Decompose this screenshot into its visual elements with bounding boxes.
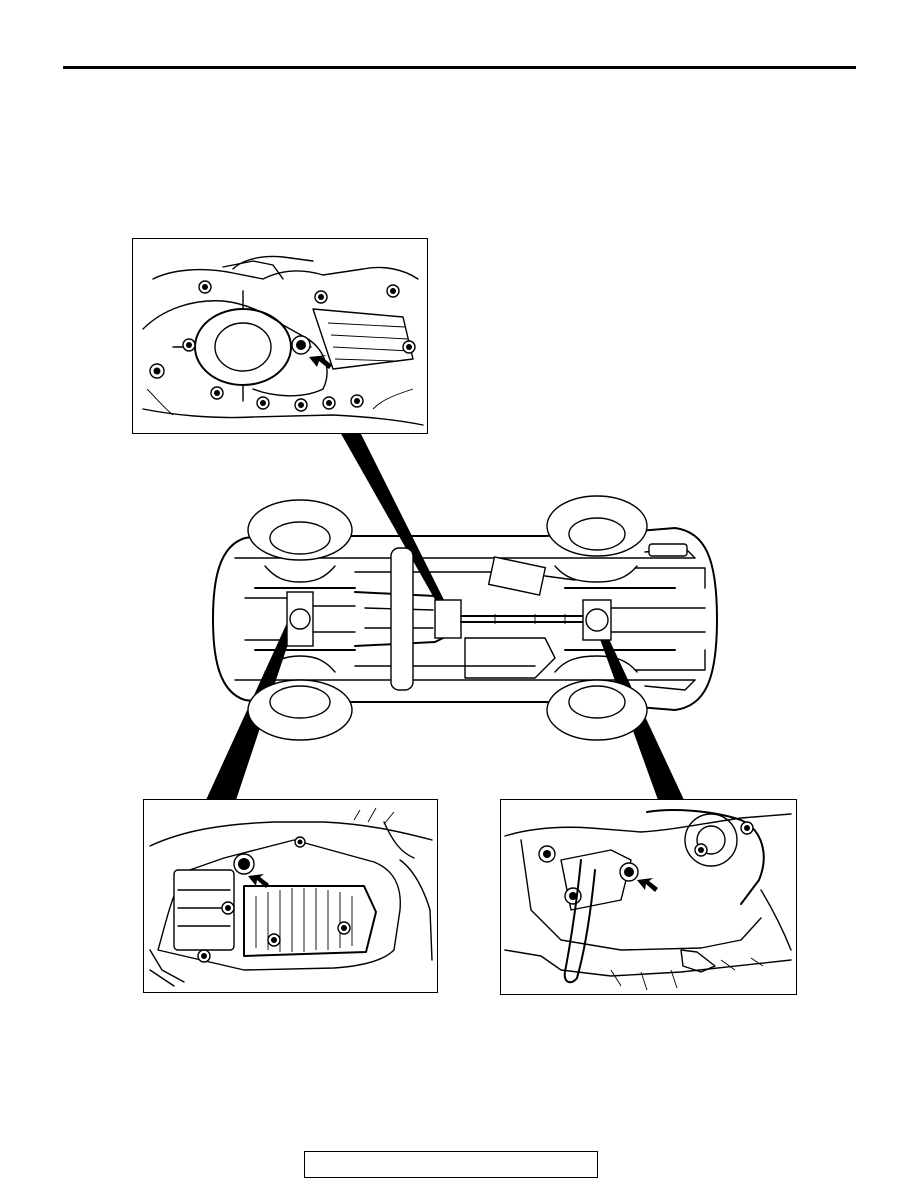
vehicle-underside-icon	[212, 495, 718, 741]
vehicle-underside	[205, 488, 725, 750]
callout-transfer-case	[132, 238, 428, 434]
wheel-front-right	[247, 679, 353, 741]
header-rule	[63, 66, 856, 69]
filler-plug-arrow-icon	[248, 874, 269, 888]
wheel-rear-right	[546, 679, 648, 741]
wheel-rear-left	[546, 495, 648, 557]
rear-differential-illustration	[149, 807, 433, 987]
callout-front-differential	[500, 799, 797, 995]
wheel-front-left	[247, 499, 353, 561]
front-differential-illustration	[504, 809, 792, 991]
differential-fins	[255, 888, 353, 952]
transfer-case-illustration	[142, 255, 424, 426]
filler-plug-arrow-icon	[309, 355, 332, 369]
callout-rear-differential	[143, 799, 438, 993]
footer-box	[304, 1151, 598, 1178]
filler-plug-arrow-icon	[637, 878, 658, 892]
